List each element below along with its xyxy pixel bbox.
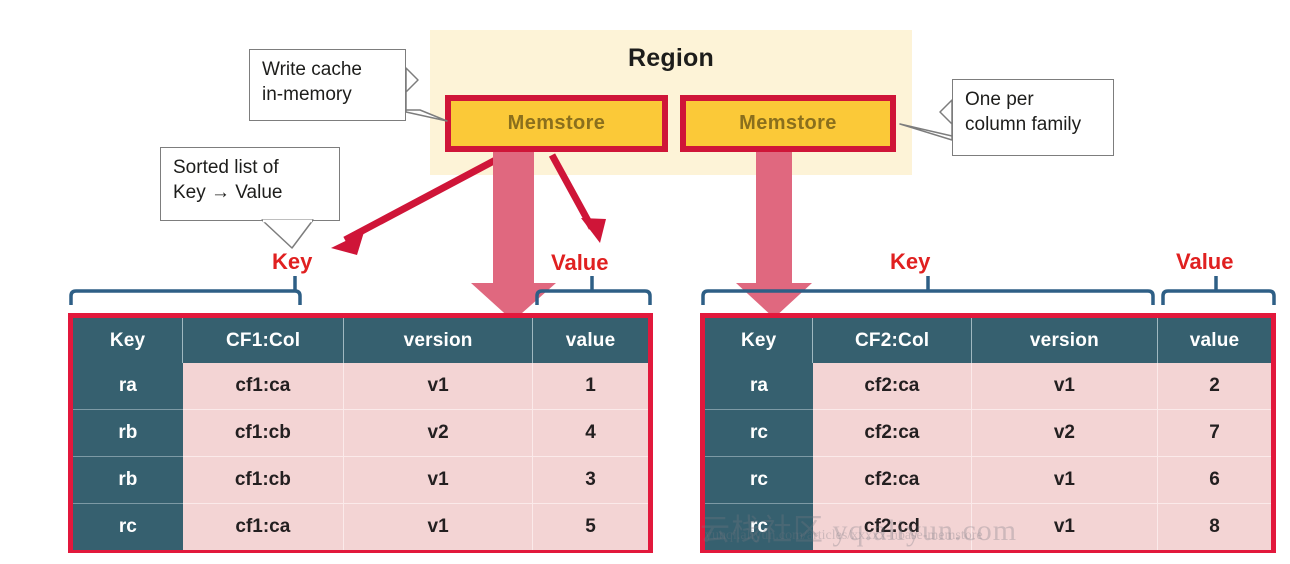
- cf2-table: Key CF2:Col version value ra cf2:ca v1 2…: [700, 313, 1276, 553]
- callout-one-per-column-family: One per column family: [952, 79, 1114, 156]
- cell-version: v1: [343, 363, 534, 410]
- cell-value: 1: [532, 363, 648, 410]
- column-header-key: Key: [73, 318, 184, 363]
- cell-key: rb: [73, 409, 183, 457]
- watermark-primary: 云栈社区 yq.aliyun.com: [700, 514, 1018, 547]
- cell-value: 2: [1157, 363, 1271, 410]
- cell-col: cf1:cb: [182, 456, 345, 504]
- cell-version: v1: [971, 363, 1158, 410]
- table-row: rc cf2:ca v2 7: [705, 409, 1271, 457]
- cell-value: 8: [1157, 503, 1271, 550]
- bracket-value-right: [1161, 289, 1276, 305]
- cell-col: cf1:cb: [182, 409, 345, 457]
- cell-key: ra: [705, 363, 813, 410]
- cell-key: ra: [73, 363, 183, 410]
- cell-version: v2: [971, 409, 1158, 457]
- region-title: Region: [628, 44, 714, 72]
- column-header-col: CF2:Col: [812, 318, 972, 363]
- cell-version: v1: [343, 503, 534, 550]
- cell-col: cf2:cd: [812, 503, 972, 550]
- cell-value: 7: [1157, 409, 1271, 457]
- column-header-version: version: [971, 318, 1158, 363]
- cell-value: 4: [532, 409, 648, 457]
- table-row: ra cf1:ca v1 1: [73, 363, 648, 410]
- callout-line-2: in-memory: [262, 84, 352, 105]
- table-row: rc cf2:cd v1 8: [705, 503, 1271, 550]
- table-row: rb cf1:cb v2 4: [73, 409, 648, 457]
- bracket-key-right: [701, 289, 1155, 305]
- cell-key: rb: [73, 456, 183, 504]
- bracket-label-value-left: Value: [551, 250, 609, 275]
- callout-line-1: Write cache: [262, 59, 362, 80]
- callout-write-cache: Write cache in-memory: [249, 49, 406, 121]
- cell-value: 5: [532, 503, 648, 550]
- cell-value: 6: [1157, 456, 1271, 504]
- callout-line-1: One per: [965, 89, 1034, 110]
- callout-line-2: Key → Value: [173, 182, 283, 203]
- bracket-key-left: [69, 289, 302, 305]
- cf2-grid: Key CF2:Col version value ra cf2:ca v1 2…: [705, 318, 1271, 550]
- cell-key: rc: [73, 503, 183, 550]
- cell-key: rc: [705, 409, 813, 457]
- cell-value: 3: [532, 456, 648, 504]
- cf1-grid: Key CF1:Col version value ra cf1:ca v1 1…: [73, 318, 648, 550]
- memstore-box-cf1[interactable]: Memstore: [445, 95, 668, 152]
- table-row: rc cf2:ca v1 6: [705, 456, 1271, 504]
- callout-line-1: Sorted list of: [173, 157, 279, 178]
- cell-version: v1: [971, 503, 1158, 550]
- bracket-label-key-left: Key: [272, 249, 313, 274]
- cell-key: rc: [705, 503, 813, 550]
- table-row: ra cf2:ca v1 2: [705, 363, 1271, 410]
- cell-col: cf2:ca: [812, 409, 972, 457]
- column-header-value: value: [1157, 318, 1271, 363]
- memstore-label: Memstore: [507, 112, 606, 134]
- bracket-label-value-right: Value: [1176, 249, 1234, 274]
- watermark-secondary: yunqi.aliyun.com/articles/xxxxx-hbase-me…: [705, 528, 983, 543]
- table-row: rc cf1:ca v1 5: [73, 503, 648, 550]
- flush-arrow-right: [736, 152, 812, 318]
- cell-col: cf2:ca: [812, 456, 972, 504]
- cell-col: cf1:ca: [182, 363, 345, 410]
- bracket-value-left: [535, 289, 652, 305]
- callout-line-2: column family: [965, 114, 1082, 135]
- bracket-label-key-right: Key: [890, 249, 931, 274]
- cell-version: v1: [343, 456, 534, 504]
- table-row: rb cf1:cb v1 3: [73, 456, 648, 504]
- cell-col: cf1:ca: [182, 503, 345, 550]
- flush-arrow-left: [471, 152, 556, 321]
- cell-version: v1: [971, 456, 1158, 504]
- callout-sorted-list: Sorted list of Key → Value: [160, 147, 340, 221]
- table-header-row: Key CF2:Col version value: [705, 318, 1271, 363]
- cell-version: v2: [343, 409, 534, 457]
- cf1-table: Key CF1:Col version value ra cf1:ca v1 1…: [68, 313, 653, 553]
- column-header-col: CF1:Col: [182, 318, 345, 363]
- column-header-value: value: [532, 318, 648, 363]
- memstore-box-cf2[interactable]: Memstore: [680, 95, 896, 152]
- column-header-key: Key: [705, 318, 814, 363]
- cell-col: cf2:ca: [812, 363, 972, 410]
- table-header-row: Key CF1:Col version value: [73, 318, 648, 363]
- memstore-label: Memstore: [739, 112, 837, 134]
- callout-tail-sorted-list: [261, 219, 314, 249]
- cell-key: rc: [705, 456, 813, 504]
- column-header-version: version: [343, 318, 534, 363]
